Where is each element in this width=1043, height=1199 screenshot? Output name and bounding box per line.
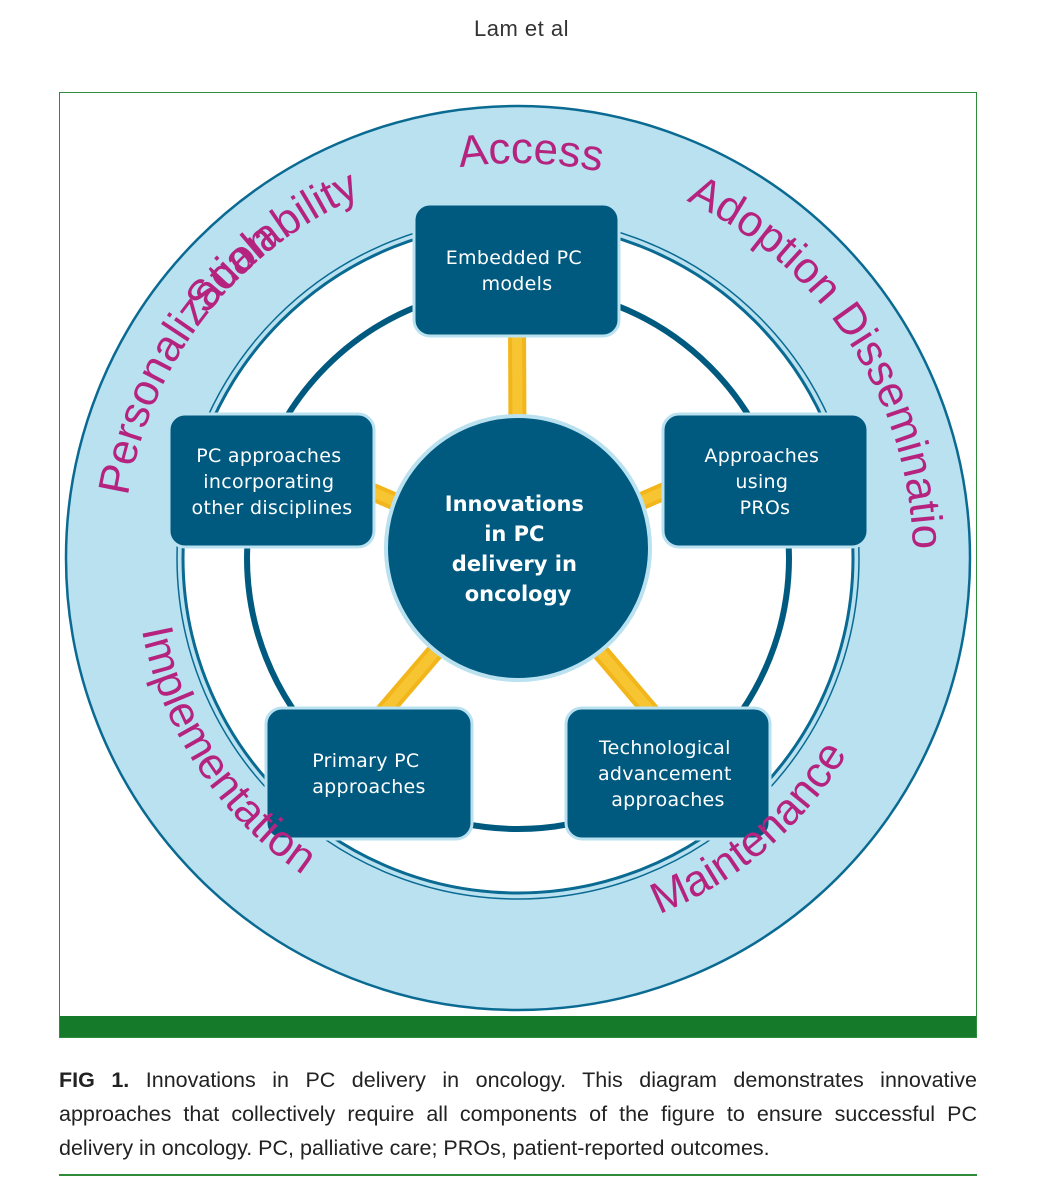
box-embedded-line-2: models [482, 273, 553, 295]
box-other-disciplines: PC approaches incorporating other discip… [167, 412, 376, 549]
box-disciplines-line-3: other disciplines [192, 497, 353, 519]
box-primary-line-2: approaches [312, 776, 426, 798]
center-circle [384, 414, 652, 682]
box-tech-line-2: advancement [598, 763, 732, 785]
center-line-3: delivery in [452, 552, 577, 576]
svg-text:Embedded PC models: Embedded PC models [446, 247, 589, 295]
box-pros-line-1: Approaches [704, 445, 819, 467]
bottom-rule [59, 1174, 977, 1176]
figure-frame [59, 92, 977, 1038]
svg-text:PC approaches incorporat: PC approaches incorporating other discip… [192, 445, 353, 519]
box-approaches-using-pros: Approaches using PROs [661, 412, 870, 549]
box-primary-line-1: Primary PC [312, 750, 419, 772]
center-line-2: in PC [484, 522, 544, 546]
figure-caption: FIG 1. Innovations in PC delivery in onc… [59, 1063, 977, 1165]
center-line-1: Innovations [445, 492, 584, 516]
svg-text:Approaches using P: Approaches using PROs [704, 445, 825, 519]
box-disciplines-line-2: incorporating [203, 471, 334, 493]
box-pros-line-3: PROs [740, 497, 791, 519]
ring-word-access: Access [455, 124, 607, 182]
box-embedded-line-1: Embedded PC [446, 247, 582, 269]
box-embedded-pc-models: Embedded PC models [412, 202, 621, 338]
pc-delivery-diagram: Innovations in PC delivery in oncology E… [0, 0, 972, 1012]
svg-text:Primary PC approaches: Primary PC approaches [312, 750, 426, 798]
frame-bottom-bar [60, 1016, 976, 1037]
center-line-4: oncology [465, 582, 572, 606]
svg-text:Access: Access [455, 124, 607, 182]
box-disciplines-line-1: PC approaches [196, 445, 341, 467]
box-primary-pc-approaches: Primary PC approaches [264, 706, 474, 841]
svg-text:Technological advancemen: Technological advancement approaches [598, 737, 738, 811]
svg-text:Innovations in PC deli: Innovations in PC delivery in oncology [445, 492, 591, 606]
box-tech-line-1: Technological [598, 737, 731, 759]
box-pros-line-2: using [735, 471, 788, 493]
caption-text: Innovations in PC delivery in oncology. … [59, 1068, 977, 1160]
caption-label: FIG 1. [59, 1068, 130, 1092]
running-header: Lam et al [474, 16, 569, 41]
box-technological-advancement: Technological advancement approaches [564, 706, 772, 841]
box-tech-line-3: approaches [611, 789, 725, 811]
